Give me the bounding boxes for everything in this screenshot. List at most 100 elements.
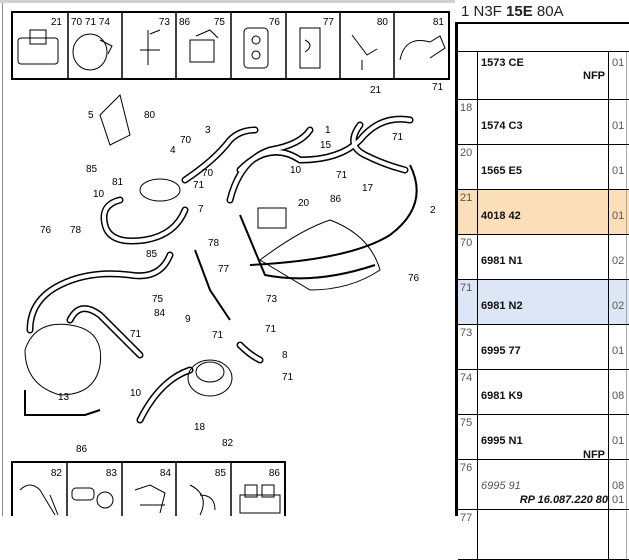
svg-text:21: 21	[370, 85, 382, 96]
svg-text:78: 78	[208, 238, 220, 249]
part-number[interactable]: 6981 N2	[481, 300, 523, 312]
diagram-top-bar	[0, 0, 455, 3]
svg-text:71: 71	[193, 180, 205, 191]
top-strip-label: 73	[159, 17, 171, 28]
quantity: 02	[612, 255, 625, 267]
svg-text:5: 5	[88, 110, 94, 121]
svg-text:85: 85	[86, 164, 98, 175]
ref-number: 18	[460, 102, 473, 114]
svg-text:8: 8	[282, 350, 288, 361]
svg-text:20: 20	[298, 198, 310, 209]
svg-text:86: 86	[330, 194, 342, 205]
part-row[interactable]: 20 1565 E5 01	[458, 145, 629, 190]
svg-text:71: 71	[130, 329, 142, 340]
components	[24, 94, 381, 397]
top-strip-label: 70 71 74	[71, 17, 110, 28]
quantity: 08	[612, 390, 625, 402]
part-row[interactable]: 18 1574 C3 01	[458, 100, 629, 145]
svg-text:86: 86	[76, 444, 88, 455]
svg-text:82: 82	[222, 438, 234, 449]
svg-text:71: 71	[432, 82, 444, 93]
quantity-secondary: 01	[612, 494, 625, 506]
part-row[interactable]: 71 6981 N2 02	[458, 280, 629, 325]
svg-text:1: 1	[325, 125, 331, 136]
title-divider	[455, 22, 629, 24]
svg-text:71: 71	[212, 330, 224, 341]
svg-text:18: 18	[194, 422, 206, 433]
top-strip-label: 75	[214, 17, 226, 28]
top-strip-label: 86	[179, 17, 191, 28]
exploded-view: 21 70 71 74 73 86 75 76 77 80 81	[11, 11, 450, 516]
part-row[interactable]: 74 6981 K9 08	[458, 370, 629, 415]
svg-text:70: 70	[202, 168, 214, 179]
bottom-strip-label: 86	[269, 468, 281, 479]
ref-number: 74	[460, 372, 473, 384]
part-number[interactable]: 1574 C3	[481, 120, 523, 132]
quantity: 01	[612, 120, 625, 132]
top-strip-label: 80	[377, 17, 389, 28]
callout-labels: 5 80 70 3 4 85 81 10 70 71 7 10 20 86 1 …	[40, 82, 444, 455]
part-number[interactable]: 1565 E5	[481, 165, 522, 177]
quantity: 01	[612, 57, 625, 69]
svg-text:3: 3	[205, 125, 211, 136]
ref-number: 21	[460, 192, 473, 204]
top-strip-label: 81	[433, 17, 445, 28]
part-number[interactable]: 6981 N1	[481, 255, 523, 267]
ref-number: 20	[460, 147, 473, 159]
quantity: 01	[612, 345, 625, 357]
quantity: 02	[612, 300, 625, 312]
svg-text:75: 75	[152, 294, 164, 305]
part-note: NFP	[583, 449, 605, 461]
ref-number: 76	[460, 462, 473, 474]
svg-text:13: 13	[58, 392, 70, 403]
svg-text:80: 80	[144, 110, 156, 121]
part-number[interactable]: 6981 K9	[481, 390, 523, 402]
top-strip-label: 76	[269, 17, 281, 28]
part-number[interactable]: 6995 91	[481, 480, 521, 492]
bottom-strip-label: 82	[51, 468, 63, 479]
svg-text:2: 2	[430, 205, 436, 216]
svg-text:71: 71	[336, 170, 348, 181]
part-row[interactable]: 70 6981 N1 02	[458, 235, 629, 280]
ref-number: 75	[460, 417, 473, 429]
bottom-strip-label: 85	[215, 468, 227, 479]
ref-number: 71	[460, 282, 473, 294]
svg-text:10: 10	[290, 165, 302, 176]
svg-text:77: 77	[218, 264, 230, 275]
part-row[interactable]: 21 4018 42 01	[458, 190, 629, 235]
top-strip-label: 21	[51, 17, 63, 28]
svg-text:76: 76	[40, 225, 52, 236]
quantity: 01	[612, 165, 625, 177]
svg-text:84: 84	[154, 308, 166, 319]
quantity: 01	[612, 210, 625, 222]
part-note: RP 16.087.220 80	[519, 494, 608, 506]
svg-text:17: 17	[362, 183, 374, 194]
panel-border	[455, 22, 458, 516]
svg-text:9: 9	[185, 314, 191, 325]
svg-text:73: 73	[266, 294, 278, 305]
svg-text:71: 71	[265, 324, 277, 335]
ref-number: 70	[460, 237, 473, 249]
svg-text:10: 10	[130, 388, 142, 399]
part-row[interactable]: 77	[458, 510, 629, 560]
top-component-strip: 21 70 71 74 73 86 75 76 77 80 81	[11, 11, 450, 80]
svg-text:15: 15	[320, 140, 332, 151]
svg-text:10: 10	[93, 189, 105, 200]
part-number[interactable]: 6995 77	[481, 345, 521, 357]
svg-text:81: 81	[112, 177, 124, 188]
ref-number: 73	[460, 327, 473, 339]
diagram-left-border	[2, 3, 3, 516]
part-number[interactable]: 4018 42	[481, 210, 521, 222]
svg-text:85: 85	[146, 249, 158, 260]
svg-text:71: 71	[282, 372, 294, 383]
part-number[interactable]: 1573 CE	[481, 57, 524, 69]
page-title: 1 N3F 15E 80A	[461, 3, 564, 20]
quantity: 01	[612, 435, 625, 447]
svg-text:78: 78	[70, 225, 82, 236]
svg-text:70: 70	[180, 135, 192, 146]
part-number[interactable]: 6995 N1	[481, 435, 523, 447]
part-row[interactable]: 73 6995 77 01	[458, 325, 629, 370]
